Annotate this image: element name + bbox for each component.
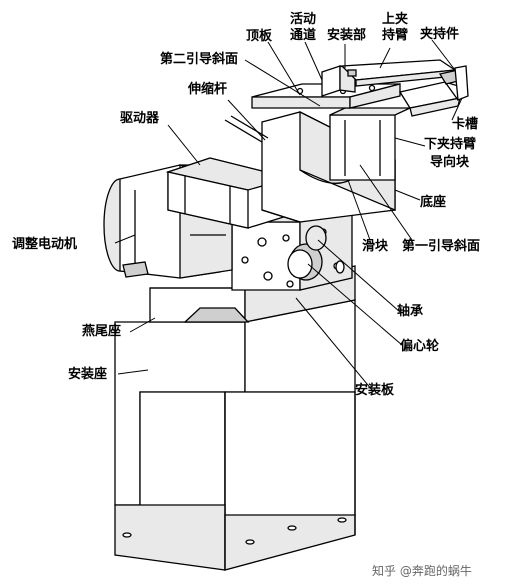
lower-arm-shape <box>398 65 469 117</box>
label-telescopic-rod: 伸缩杆 <box>188 82 228 97</box>
label-mount-plate: 安装板 <box>355 383 395 398</box>
label-mount-seat: 安装座 <box>68 367 108 382</box>
label-bearing: 轴承 <box>397 304 424 319</box>
label-upper-clamp-line2: 持臂 <box>382 28 409 43</box>
label-driver: 驱动器 <box>120 111 160 126</box>
label-movable-channel-line1: 活动 <box>290 12 317 27</box>
upper-arm-shape <box>321 59 457 97</box>
mount-seat-shape <box>114 299 356 571</box>
label-eccentric-wheel: 偏心轮 <box>400 339 440 354</box>
driver-shape <box>165 157 301 229</box>
telescopic-rod-shape <box>224 115 269 143</box>
watermark: 知乎 @奔跑的蜗牛 <box>372 564 472 578</box>
label-first-guide-slope: 第一引导斜面 <box>402 239 481 254</box>
label-dovetail-seat: 燕尾座 <box>82 324 122 339</box>
label-upper-clamp-line1: 上夹 <box>382 12 409 27</box>
label-second-guide-slope: 第二引导斜面 <box>160 52 239 67</box>
label-clip-slot: 卡槽 <box>452 117 479 132</box>
label-base: 底座 <box>420 195 447 210</box>
label-lower-clamp: 下夹持臂 <box>424 137 477 152</box>
label-top-plate: 顶板 <box>246 29 273 44</box>
label-guide-block: 导向块 <box>430 155 470 170</box>
label-adjust-motor: 调整电动机 <box>12 237 78 252</box>
label-clamp-part: 夹持件 <box>420 27 460 42</box>
label-movable-channel-line2: 通道 <box>290 28 317 43</box>
leader-lines <box>114 39 463 391</box>
label-mount-part: 安装部 <box>327 28 367 43</box>
label-slider: 滑块 <box>362 239 389 254</box>
